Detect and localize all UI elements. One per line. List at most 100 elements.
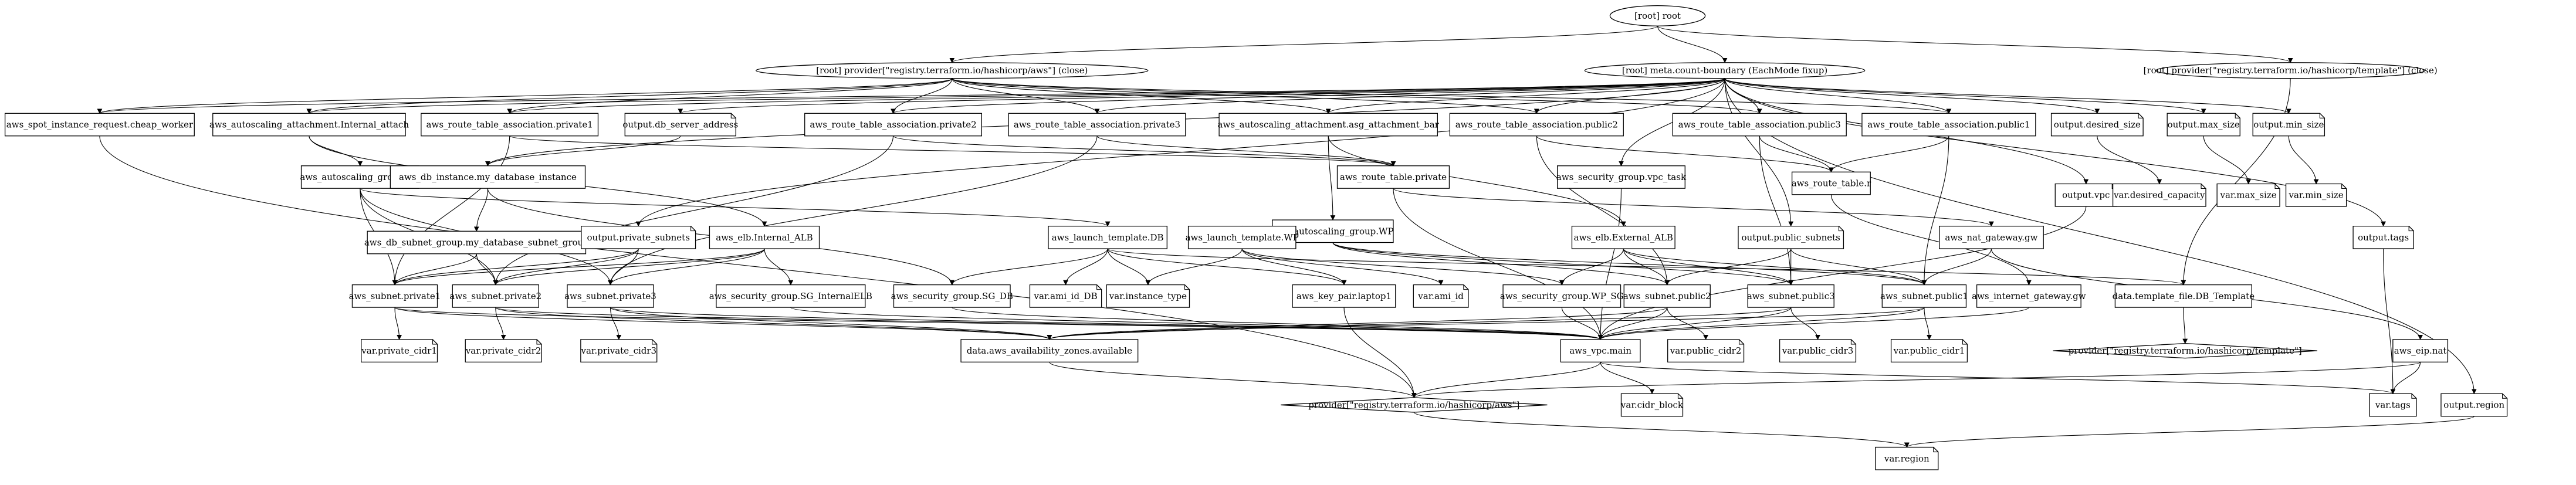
node-elb-external[interactable]: aws_elb.External_ALB [1571, 225, 1675, 249]
node-sg-wp[interactable]: aws_security_group.WP_SG [1500, 284, 1624, 308]
node-lt-wp[interactable]: aws_launch_template.WP [1186, 225, 1299, 249]
node-var-priv-cidr1[interactable]: var.private_cidr1 [361, 339, 438, 363]
node-var-ami-id[interactable]: var.ami_id [1413, 284, 1469, 308]
node-sub-priv3[interactable]: aws_subnet.private3 [564, 284, 656, 308]
edge-lt-wp-to-var-instance-type [1145, 248, 1243, 286]
node-meta[interactable]: [root] meta.count-boundary (EachMode fix… [1584, 62, 1866, 79]
node-sub-priv1[interactable]: aws_subnet.private1 [349, 284, 441, 308]
node-sg-vpc-task[interactable]: aws_security_group.vpc_task [1556, 165, 1687, 189]
edge-out-pub-subnets-to-sub-pub2 [1664, 248, 1792, 286]
edge-lt-db-to-kp [1107, 248, 1347, 286]
node-var-ami-db[interactable]: var.ami_id_DB [1029, 284, 1102, 308]
edge-rt-r-to-igw [1830, 194, 2032, 286]
node-rta-priv2[interactable]: aws_route_table_association.private2 [804, 113, 983, 137]
node-label-var-region: var.region [1884, 453, 1930, 464]
node-sg-internal-elb[interactable]: aws_security_group.SG_InternalELB [709, 284, 872, 308]
node-var-pub-cidr1[interactable]: var.public_cidr1 [1890, 339, 1968, 363]
node-dbsg[interactable]: aws_db_subnet_group.my_database_subnet_g… [364, 230, 589, 255]
edge-tpl-to-prov-tpl [2182, 307, 2188, 344]
edge-out-priv-subnets-to-sub-priv1 [392, 248, 639, 286]
node-rta-pub1[interactable]: aws_route_table_association.public1 [1861, 113, 2036, 137]
node-var-pub-cidr2[interactable]: var.public_cidr2 [1667, 339, 1745, 363]
node-out-pub-subnets[interactable]: output.public_subnets [1738, 225, 1844, 249]
node-out-desired[interactable]: output.desired_size [2050, 113, 2144, 137]
node-dbi[interactable]: aws_db_instance.my_database_instance [390, 165, 586, 189]
node-sub-pub3[interactable]: aws_subnet.public3 [1747, 284, 1835, 308]
node-igw[interactable]: aws_internet_gateway.gw [1972, 284, 2086, 308]
node-var-min[interactable]: var.min_size [2285, 183, 2347, 207]
node-prov-aws[interactable]: provider["registry.terraform.io/hashicor… [1281, 397, 1548, 413]
node-out-vpc[interactable]: output.vpc [2054, 183, 2117, 207]
node-asg-wp[interactable]: aws_autoscaling_group.WP [1272, 219, 1394, 243]
node-asa-internal[interactable]: aws_autoscaling_attachment.Internal_atta… [209, 113, 409, 137]
edge-root-to-prov-aws-close [949, 25, 1658, 63]
node-spot[interactable]: aws_spot_instance_request.cheap_worker [4, 113, 195, 137]
node-label-rta-priv2: aws_route_table_association.private2 [810, 120, 976, 130]
node-rt-private[interactable]: aws_route_table.private [1336, 165, 1450, 189]
node-var-instance-type[interactable]: var.instance_type [1106, 284, 1190, 308]
edge-rta-priv3-to-sub-priv3 [608, 135, 1098, 286]
edge-out-priv-subnets-to-sub-priv3 [608, 249, 639, 286]
node-var-tags[interactable]: var.tags [2369, 393, 2417, 417]
node-rt-r[interactable]: aws_route_table.r [1792, 171, 1871, 195]
edge-rta-priv2-to-sub-priv2 [493, 135, 894, 286]
node-out-db[interactable]: output.db_server_address [622, 113, 738, 137]
node-var-region[interactable]: var.region [1875, 446, 1939, 470]
edge-sub-pub3-to-var-pub-cidr3 [1790, 307, 1820, 340]
node-rta-pub2[interactable]: aws_route_table_association.public2 [1449, 113, 1624, 137]
node-label-azs: data.aws_availability_zones.available [967, 345, 1132, 356]
node-root[interactable]: [root] root [1609, 5, 1706, 26]
edge-vpc-to-prov-aws [1411, 362, 1601, 398]
node-sub-pub2[interactable]: aws_subnet.public2 [1623, 284, 1711, 308]
node-var-desired[interactable]: var.desired_capacity [2112, 183, 2206, 207]
node-rta-pub3[interactable]: aws_route_table_association.public3 [1672, 113, 1847, 137]
node-eip[interactable]: aws_eip.nat [2392, 339, 2449, 363]
node-lt-db[interactable]: aws_launch_template.DB [1048, 225, 1167, 249]
edge-sg-vpc-task-to-vpc [1597, 188, 1622, 340]
node-tpl[interactable]: data.template_file.DB_Template [2113, 284, 2255, 308]
edge-meta-to-out-desired [1724, 78, 2100, 114]
node-label-sg-internal-elb: aws_security_group.SG_InternalELB [709, 291, 872, 301]
node-prov-tpl-close[interactable]: [root] provider["registry.terraform.io/h… [2144, 62, 2438, 79]
node-kp[interactable]: aws_key_pair.laptop1 [1292, 284, 1396, 308]
node-elb-internal[interactable]: aws_elb.Internal_ALB [709, 225, 820, 249]
node-vpc[interactable]: aws_vpc.main [1560, 339, 1641, 363]
node-azs[interactable]: data.aws_availability_zones.available [960, 339, 1139, 363]
node-sub-pub1[interactable]: aws_subnet.public1 [1880, 284, 1968, 308]
node-rta-priv3[interactable]: aws_route_table_association.private3 [1008, 113, 1186, 137]
edge-sub-pub3-to-azs [1047, 307, 1792, 340]
node-out-priv-subnets[interactable]: output.private_subnets [581, 225, 696, 249]
node-label-vpc: aws_vpc.main [1569, 345, 1631, 356]
edge-elb-internal-to-sub-priv1 [392, 248, 765, 286]
edge-vpc-to-var-cidr [1600, 362, 1655, 395]
node-var-priv-cidr2[interactable]: var.private_cidr2 [465, 339, 542, 363]
edge-meta-to-rta-pub1 [1724, 78, 1952, 114]
node-out-max[interactable]: output.max_size [2167, 113, 2240, 137]
node-var-pub-cidr3[interactable]: var.public_cidr3 [1779, 339, 1857, 363]
edge-elb-external-to-sg-wp [1559, 249, 1624, 286]
node-sub-priv2[interactable]: aws_subnet.private2 [449, 284, 541, 308]
node-out-min[interactable]: output.min_size [2252, 113, 2325, 137]
edge-dbi-to-dbsg [473, 188, 488, 232]
edge-dbsg-to-sub-priv1 [392, 253, 477, 286]
edge-sub-pub1-to-var-pub-cidr1 [1924, 307, 1932, 340]
node-nat-gw[interactable]: aws_nat_gateway.gw [1939, 225, 2044, 249]
node-rta-priv1[interactable]: aws_route_table_association.private1 [421, 113, 599, 137]
node-out-region[interactable]: output.region [2440, 393, 2508, 417]
node-var-cidr[interactable]: var.cidr_block [1620, 393, 1684, 417]
edge-sub-pub2-to-var-pub-cidr2 [1667, 307, 1708, 340]
node-var-max[interactable]: var.max_size [2216, 183, 2280, 207]
node-asa-bar[interactable]: aws_autoscaling_attachment.asg_attachmen… [1218, 113, 1440, 137]
edge-asg-db-to-lt-db [360, 188, 1111, 227]
node-prov-tpl[interactable]: provider["registry.terraform.io/hashicor… [2053, 342, 2318, 359]
node-var-priv-cidr3[interactable]: var.private_cidr3 [580, 339, 658, 363]
edge-meta-to-rta-priv1 [507, 78, 1725, 114]
nodes-layer: [root] root [root] provider["registry.ter… [4, 5, 2508, 470]
edge-sub-priv3-to-var-priv-cidr3 [610, 307, 622, 340]
node-label-out-min: output.min_size [2253, 120, 2324, 130]
edge-out-max-to-var-max [2203, 135, 2251, 185]
node-out-tags[interactable]: output.tags [2352, 225, 2414, 249]
node-sg-db[interactable]: aws_security_group.SG_DB [891, 284, 1013, 308]
node-label-dbsg: aws_db_subnet_group.my_database_subnet_g… [364, 238, 589, 248]
node-prov-aws-close[interactable]: [root] provider["registry.terraform.io/h… [756, 62, 1149, 79]
